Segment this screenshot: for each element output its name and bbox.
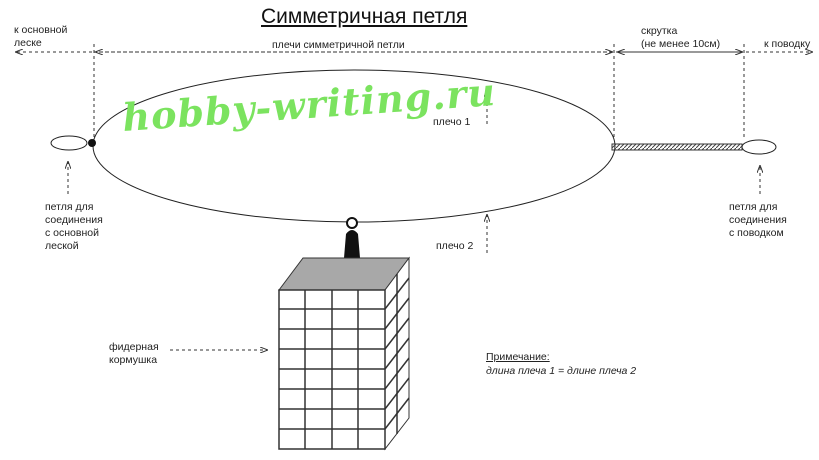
note-text: длина плеча 1 = длине плеча 2 <box>486 365 637 377</box>
knot-dot <box>88 139 96 147</box>
main-line-loop <box>50 135 88 151</box>
top-dimension-line <box>16 44 812 140</box>
main-line-label: к основной леске <box>14 24 68 49</box>
twist-section <box>611 143 743 151</box>
leader-label: к поводку <box>764 38 811 50</box>
feeder-label: фидерная кормушка <box>109 341 159 366</box>
feeder-basket <box>278 256 410 451</box>
shoulder-2-label: плечо 2 <box>436 240 474 252</box>
note-heading: Примечание: <box>486 351 550 363</box>
shoulder-arrows <box>68 90 760 350</box>
twist-label: скрутка (не менее 10см) <box>641 25 721 50</box>
main-loop-label: петля для соединения с основной леской <box>45 201 103 252</box>
leader-loop <box>741 139 777 155</box>
shoulder-1-label: плечо 1 <box>433 116 471 128</box>
diagram-title: Симметричная петля <box>261 5 468 28</box>
leader-loop-label: петля для соединения с поводком <box>729 201 787 239</box>
shoulders-label: плечи симметричной петли <box>272 39 405 51</box>
swivel <box>344 217 360 258</box>
